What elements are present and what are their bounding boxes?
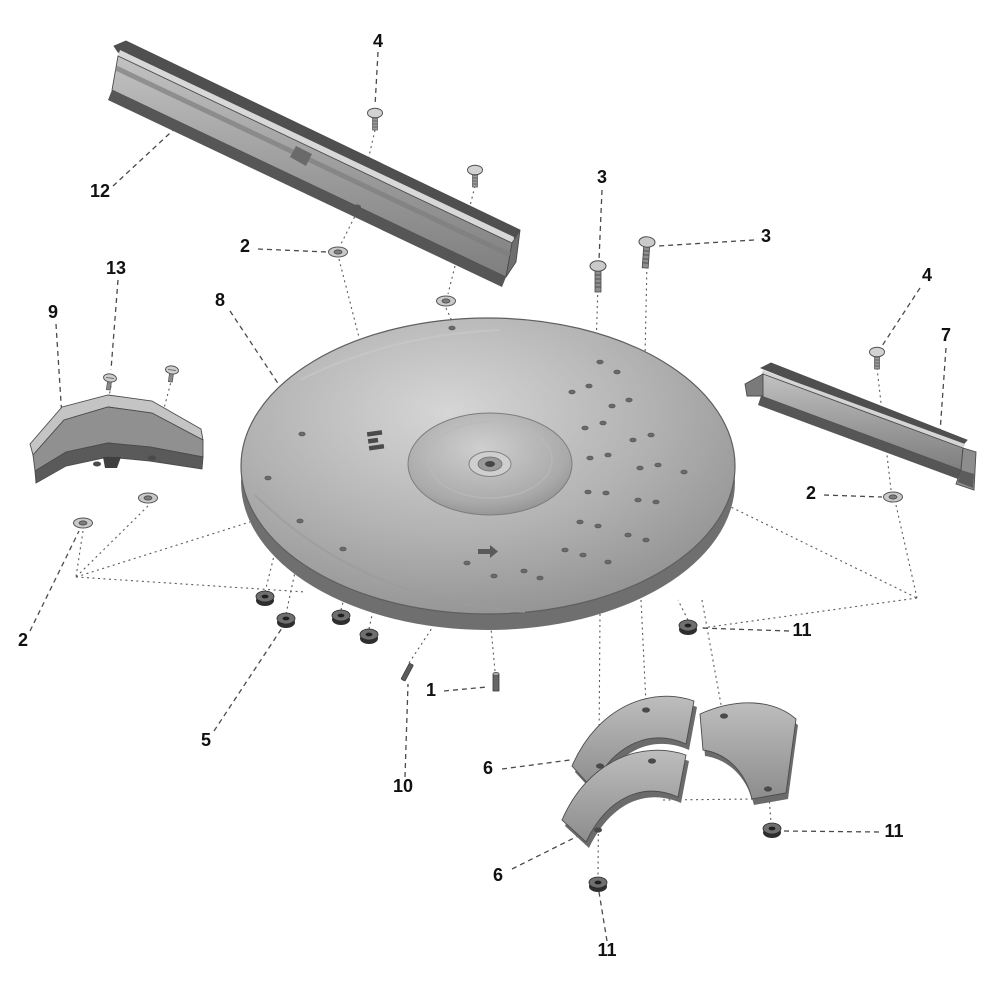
- flange-nut: [331, 609, 351, 626]
- callout-3-right: 3: [761, 226, 771, 246]
- disc-hole: [579, 552, 587, 558]
- disc-hole: [594, 523, 602, 529]
- leader-lines: [29, 51, 947, 942]
- part-bracket-left: [29, 394, 204, 484]
- callout-labels: 4 12 2 13 9 8 3 3 4 7 2 2 5 1 10 6 6 11 …: [18, 31, 951, 960]
- carriage-bolt: [467, 164, 483, 188]
- flange-nut: [588, 876, 608, 893]
- part-wear-plate-b: [561, 749, 689, 848]
- disc-hole: [586, 455, 594, 461]
- disc-clip-mark: [366, 430, 385, 451]
- disc-center-hole: [485, 461, 495, 467]
- part-wear-plate-right: [699, 702, 798, 805]
- disc-hole: [613, 369, 621, 375]
- flange-nut: [255, 590, 275, 607]
- callout-2-left: 2: [18, 630, 28, 650]
- rail-hole: [448, 251, 456, 257]
- callout-8: 8: [215, 290, 225, 310]
- callout-11-right: 11: [884, 821, 903, 841]
- callout-4-top: 4: [373, 31, 383, 51]
- washer: [138, 492, 158, 504]
- disc-hole: [448, 325, 456, 331]
- flange-nut: [359, 628, 379, 645]
- part-rail-upper-left: [108, 40, 521, 287]
- callout-7: 7: [941, 325, 951, 345]
- bracket-hole: [93, 461, 101, 467]
- washer: [73, 517, 93, 529]
- callout-3-left: 3: [597, 167, 607, 187]
- disc-hole: [624, 532, 632, 538]
- disc-hole: [652, 499, 660, 505]
- disc-hole: [680, 469, 688, 475]
- callout-1: 1: [426, 680, 436, 700]
- callout-11-bottom: 11: [597, 940, 616, 960]
- disc-hole: [585, 383, 593, 389]
- disc-hole: [636, 465, 644, 471]
- part-rail-right: [744, 362, 977, 491]
- flat-screw: [163, 364, 180, 384]
- flange-nut: [276, 612, 296, 629]
- disc-hole: [490, 573, 498, 579]
- disc-hole-pattern: [264, 325, 688, 581]
- callout-2-right: 2: [806, 483, 816, 503]
- disc-hole: [654, 462, 662, 468]
- roll-pin: [400, 663, 414, 682]
- disc-hole: [642, 537, 650, 543]
- flange-nut: [678, 619, 698, 636]
- disc-hole: [463, 560, 471, 566]
- washer: [436, 295, 456, 307]
- disc-hole: [629, 437, 637, 443]
- carriage-bolt: [367, 107, 383, 131]
- disc-hole: [596, 359, 604, 365]
- disc-hole: [647, 432, 655, 438]
- disc-hole: [536, 575, 544, 581]
- rail-hole: [868, 439, 876, 445]
- disc-hole: [298, 431, 306, 437]
- hex-bolt: [636, 235, 656, 269]
- callout-5: 5: [201, 730, 211, 750]
- hex-bolt: [589, 260, 607, 293]
- disc-hole: [599, 420, 607, 426]
- callout-11-upper: 11: [792, 620, 811, 640]
- part-main-disc: [240, 317, 736, 630]
- disc-hole: [604, 452, 612, 458]
- callout-12: 12: [90, 181, 110, 201]
- callout-10: 10: [393, 776, 413, 796]
- disc-hole: [576, 519, 584, 525]
- flat-screw: [101, 372, 118, 392]
- disc-hole: [634, 497, 642, 503]
- set-screw: [492, 672, 500, 692]
- callout-13: 13: [106, 258, 126, 278]
- disc-hole: [520, 568, 528, 574]
- flange-nut: [762, 822, 782, 839]
- callout-9: 9: [48, 302, 58, 322]
- disc-arrow-mark: [478, 545, 498, 558]
- disc-hole: [602, 490, 610, 496]
- callout-4-right: 4: [922, 265, 932, 285]
- carriage-bolt: [869, 346, 885, 370]
- disc-hole: [568, 389, 576, 395]
- disc-hole: [339, 546, 347, 552]
- disc-hole: [561, 547, 569, 553]
- disc-hole: [604, 559, 612, 565]
- disc-hole: [625, 397, 633, 403]
- callout-6-upper: 6: [483, 758, 493, 778]
- callout-6-lower: 6: [493, 865, 503, 885]
- disc-hole: [608, 403, 616, 409]
- washer: [883, 491, 903, 503]
- disc-hole: [264, 475, 272, 481]
- fasteners: [73, 107, 903, 893]
- disc-hole: [581, 425, 589, 431]
- rail-hole: [353, 204, 361, 210]
- disc-hole: [584, 489, 592, 495]
- callout-2-upper: 2: [240, 236, 250, 256]
- bracket-hole: [148, 455, 156, 461]
- disc-hole: [296, 518, 304, 524]
- washer: [328, 246, 348, 258]
